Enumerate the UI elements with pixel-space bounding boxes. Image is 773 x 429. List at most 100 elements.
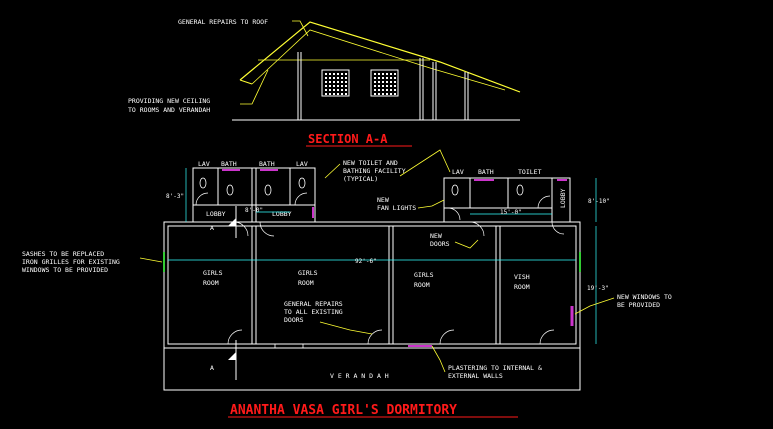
room-label-toilet: TOILET	[518, 168, 542, 176]
grille-dot	[378, 89, 380, 91]
room-label-vish: VISH	[514, 273, 530, 281]
grille-dot	[345, 77, 347, 79]
note-doors-2: DOORS	[430, 240, 450, 248]
note-plaster-2: EXTERNAL WALLS	[448, 372, 503, 380]
door-swing	[469, 221, 485, 237]
grille-dot	[325, 77, 327, 79]
wc-icon	[226, 184, 234, 196]
grille-dot	[386, 89, 388, 91]
grille-dot	[341, 81, 343, 83]
note-fan-1: NEW	[377, 196, 389, 204]
room-label-lav: LAV	[452, 168, 464, 176]
leader-toilet	[324, 163, 341, 179]
grille-dot	[374, 89, 376, 91]
room-label-bath: BATH	[221, 160, 237, 168]
dimension-right-side: 19'-3"	[587, 285, 609, 292]
leader-sashes	[139, 257, 163, 263]
grille-dot	[378, 93, 380, 95]
toilet-block-left	[192, 167, 316, 223]
leader-ceiling	[240, 69, 269, 105]
door-swing	[367, 329, 383, 345]
door-swing	[439, 329, 455, 345]
grille-dot	[341, 85, 343, 87]
wc-icon	[451, 184, 459, 196]
room-label-bath: BATH	[478, 168, 494, 176]
grille-dot	[390, 85, 392, 87]
section-marker-label: A	[210, 364, 214, 372]
grille-dot	[325, 85, 327, 87]
room-label-girls-1-room: ROOM	[203, 279, 219, 287]
door-swing	[537, 195, 551, 209]
door-swing	[227, 329, 243, 345]
grille-dot	[325, 81, 327, 83]
wc-icon	[516, 184, 524, 196]
grille-dot	[382, 81, 384, 83]
window-existing	[274, 343, 304, 349]
room-label-girls-2-room: ROOM	[298, 279, 314, 287]
section-title: SECTION A-A	[308, 132, 388, 146]
note-plaster-1: PLASTERING TO INTERNAL &	[448, 364, 542, 372]
grille-dot	[394, 73, 396, 75]
plan-title: ANANTHA VASA GIRL'S DORMITORY	[230, 403, 457, 418]
grille-pattern	[325, 73, 396, 95]
grille-dot	[390, 73, 392, 75]
grille-dot	[329, 93, 331, 95]
wc-icon	[264, 184, 272, 196]
grille-dot	[329, 77, 331, 79]
room-label-lobby: LOBBY	[272, 210, 292, 218]
grille-dot	[394, 93, 396, 95]
grille-dot	[390, 81, 392, 83]
grille-dot	[386, 81, 388, 83]
note-toilet-2: BATHING FACILITY	[343, 167, 406, 175]
main-block-inner	[167, 225, 577, 345]
grille-dot	[329, 81, 331, 83]
grille-dot	[333, 77, 335, 79]
note-sashes-3: WINDOWS TO BE PROVIDED	[22, 266, 108, 274]
grille-dot	[394, 85, 396, 87]
grille-dot	[345, 85, 347, 87]
note-repairs-2: TO ALL EXISTING	[284, 308, 343, 316]
room-label-lobby: LOBBY	[206, 210, 226, 218]
grille-dot	[337, 89, 339, 91]
grille-dot	[386, 85, 388, 87]
section-marker-label: A	[210, 224, 214, 232]
dimension-left-block: 8'-3"	[166, 193, 184, 200]
grille-dot	[325, 73, 327, 75]
main-block-outer	[163, 221, 581, 349]
leader-fan	[417, 199, 445, 209]
grille-dot	[345, 73, 347, 75]
dimension-mid-block: 8'-0"	[245, 207, 263, 214]
grille-dot	[374, 85, 376, 87]
grille-dot	[337, 73, 339, 75]
grille-dot	[374, 77, 376, 79]
dimension-overall: 92'-6"	[355, 258, 377, 265]
note-repairs-1: GENERAL REPAIRS	[284, 300, 343, 308]
room-label-lav: LAV	[296, 160, 308, 168]
room-label-vish-room: ROOM	[514, 283, 530, 291]
grille-dot	[382, 73, 384, 75]
grille-dot	[390, 89, 392, 91]
grille-dot	[394, 81, 396, 83]
grille-dot	[329, 73, 331, 75]
note-window-2: BE PROVIDED	[617, 301, 660, 309]
grille-dot	[337, 85, 339, 87]
grille-dot	[382, 89, 384, 91]
grille-dot	[345, 81, 347, 83]
room-label-girls-3: GIRLS	[414, 271, 434, 279]
door-swing	[294, 192, 308, 206]
note-roof-repairs: GENERAL REPAIRS TO ROOF	[178, 18, 268, 26]
leader-plaster	[431, 345, 446, 373]
grille-dot	[390, 93, 392, 95]
grille-dot	[341, 89, 343, 91]
leader-roof	[292, 20, 309, 37]
grille-dot	[333, 81, 335, 83]
dimension-right-mid: 15'-0"	[500, 209, 522, 216]
grille-dot	[378, 73, 380, 75]
grille-dot	[333, 85, 335, 87]
grille-dot	[329, 85, 331, 87]
verandah-label: V E R A N D A H	[330, 372, 389, 380]
roof-eave-left	[239, 79, 253, 85]
note-doors-1: NEW	[430, 232, 442, 240]
grille-dot	[386, 73, 388, 75]
